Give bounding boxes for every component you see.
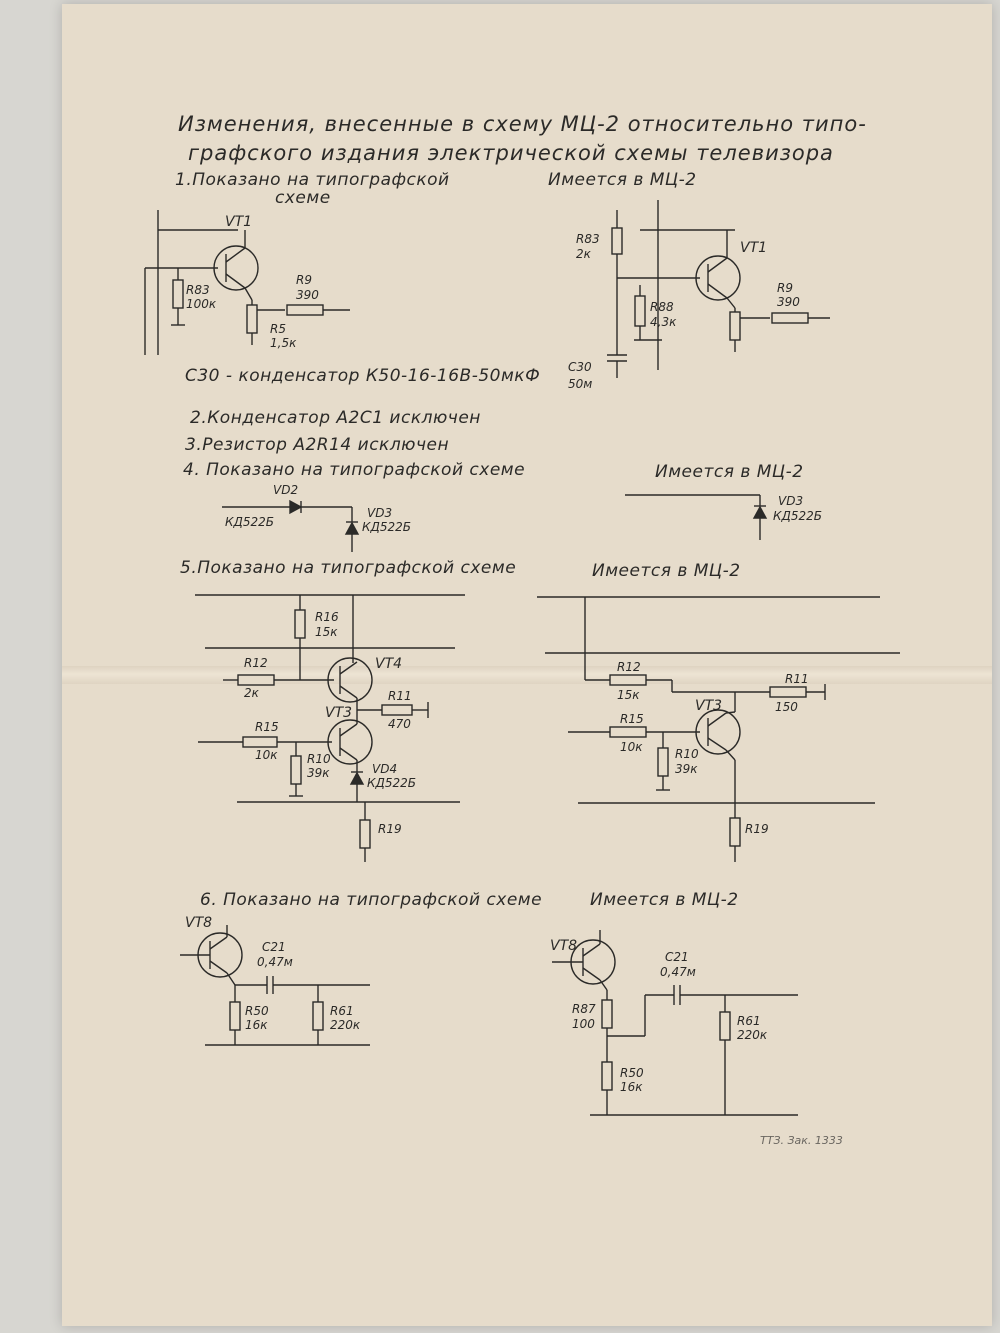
label-vd3-right: VD3 [778,494,804,508]
section-6-left-heading: 6. Показано на типографской схеме [200,890,543,910]
label-r12-left: R12 [244,656,268,670]
c30-note: С30 - конденсатор К50-16-16В-50мкФ [185,366,541,386]
label-vd3-type-left: КД522Б [362,520,412,534]
label-vd4: VD4 [372,762,398,776]
schematic-1-right [607,200,830,378]
label-vt1-right: VT1 [740,240,768,256]
section-1-right-heading: Имеется в МЦ-2 [548,170,697,190]
label-c21-value-left: 0,47м [257,955,293,969]
print-order-footer: ТТЗ. Зак. 1333 [760,1134,843,1147]
schematic-5-right [537,596,900,862]
label-r83-value-left: 100к [186,297,217,311]
label-r15-value-right: 10к [620,740,643,754]
schematic-4-left [222,499,360,552]
label-vd2-type: КД522Б [225,515,275,529]
label-vd2: VD2 [273,483,299,497]
section-6-right-heading: Имеется в МЦ-2 [590,890,739,910]
label-r87: R87 [572,1002,596,1016]
document-sheet [62,4,992,1326]
section-5-left-heading: 5.Показано на типографской схеме [180,558,517,578]
label-c21-value-right: 0,47м [660,965,696,979]
label-r10-right: R10 [675,747,699,761]
doc-title-line2: графского издания электрической схемы те… [188,141,834,165]
label-r83-value-right: 2к [576,247,591,261]
label-r11-value-left: 470 [388,717,411,731]
label-r88: R88 [650,300,674,314]
label-r9-left: R9 [296,273,312,287]
schematic-6-right [552,930,798,1116]
label-r12-value-right: 15к [617,688,640,702]
schematic-4-right [625,494,768,540]
label-r50-value-right: 16к [620,1080,643,1094]
label-vt8-right: VT8 [550,938,578,954]
label-vt4: VT4 [375,656,403,672]
label-r12-right: R12 [617,660,641,674]
label-r9-value-left: 390 [296,288,319,302]
label-r83-left: R83 [186,283,210,297]
label-r9-right: R9 [777,281,793,295]
section-4-left-heading: 4. Показано на типографской схеме [183,460,526,480]
label-r9-value-right: 390 [777,295,800,309]
label-vt1-left: VT1 [225,214,253,230]
label-vt3-left: VT3 [325,705,353,721]
label-r19-left: R19 [378,822,402,836]
label-r10-value-left: 39к [307,766,330,780]
schematic-6-left [180,925,370,1046]
label-vd4-type: КД522Б [367,776,417,790]
label-r15-right: R15 [620,712,644,726]
label-r15-left: R15 [255,720,279,734]
label-r16: R16 [315,610,339,624]
label-c21-left: С21 [262,940,286,954]
section-3-heading: 3.Резистор А2R14 исключен [185,435,450,455]
label-r5: R5 [270,322,286,336]
label-r61-value-right: 220к [737,1028,768,1042]
schematic-1-left [144,210,350,355]
label-r50-right: R50 [620,1066,644,1080]
doc-title-line1: Изменения, внесенные в схему МЦ-2 относи… [178,112,867,136]
label-r83-right: R83 [576,232,600,246]
schematic-5-left [195,594,465,862]
label-r10-left: R10 [307,752,331,766]
section-5-right-heading: Имеется в МЦ-2 [592,561,741,581]
label-r61-left: R61 [330,1004,354,1018]
section-4-right-heading: Имеется в МЦ-2 [655,462,804,482]
label-r61-right: R61 [737,1014,761,1028]
label-r19-right: R19 [745,822,769,836]
label-r50-value-left: 16к [245,1018,268,1032]
section-1-left-heading-cont: схеме [275,188,331,208]
label-r10-value-right: 39к [675,762,698,776]
label-r88-value: 4,3к [650,315,677,329]
label-r11-right: R11 [785,672,809,686]
label-r61-value-left: 220к [330,1018,361,1032]
section-2-heading: 2.Конденсатор А2С1 исключен [190,408,481,428]
label-r87-value: 100 [572,1017,595,1031]
label-vd3-type-right: КД522Б [773,509,823,523]
section-1-left-heading: 1.Показано на типографской [175,170,450,190]
label-r15-value-left: 10к [255,748,278,762]
label-r16-value: 15к [315,625,338,639]
label-vt8-left: VT8 [185,915,213,931]
label-r11-value-right: 150 [775,700,798,714]
label-vt3-right: VT3 [695,698,723,714]
label-r11-left: R11 [388,689,412,703]
label-r5-value: 1,5к [270,336,297,350]
label-c30: С30 [568,360,592,374]
label-c21-right: С21 [665,950,689,964]
label-vd3-left: VD3 [367,506,393,520]
label-r50-left: R50 [245,1004,269,1018]
label-c30-value: 50м [568,377,593,391]
label-r12-value-left: 2к [244,686,259,700]
